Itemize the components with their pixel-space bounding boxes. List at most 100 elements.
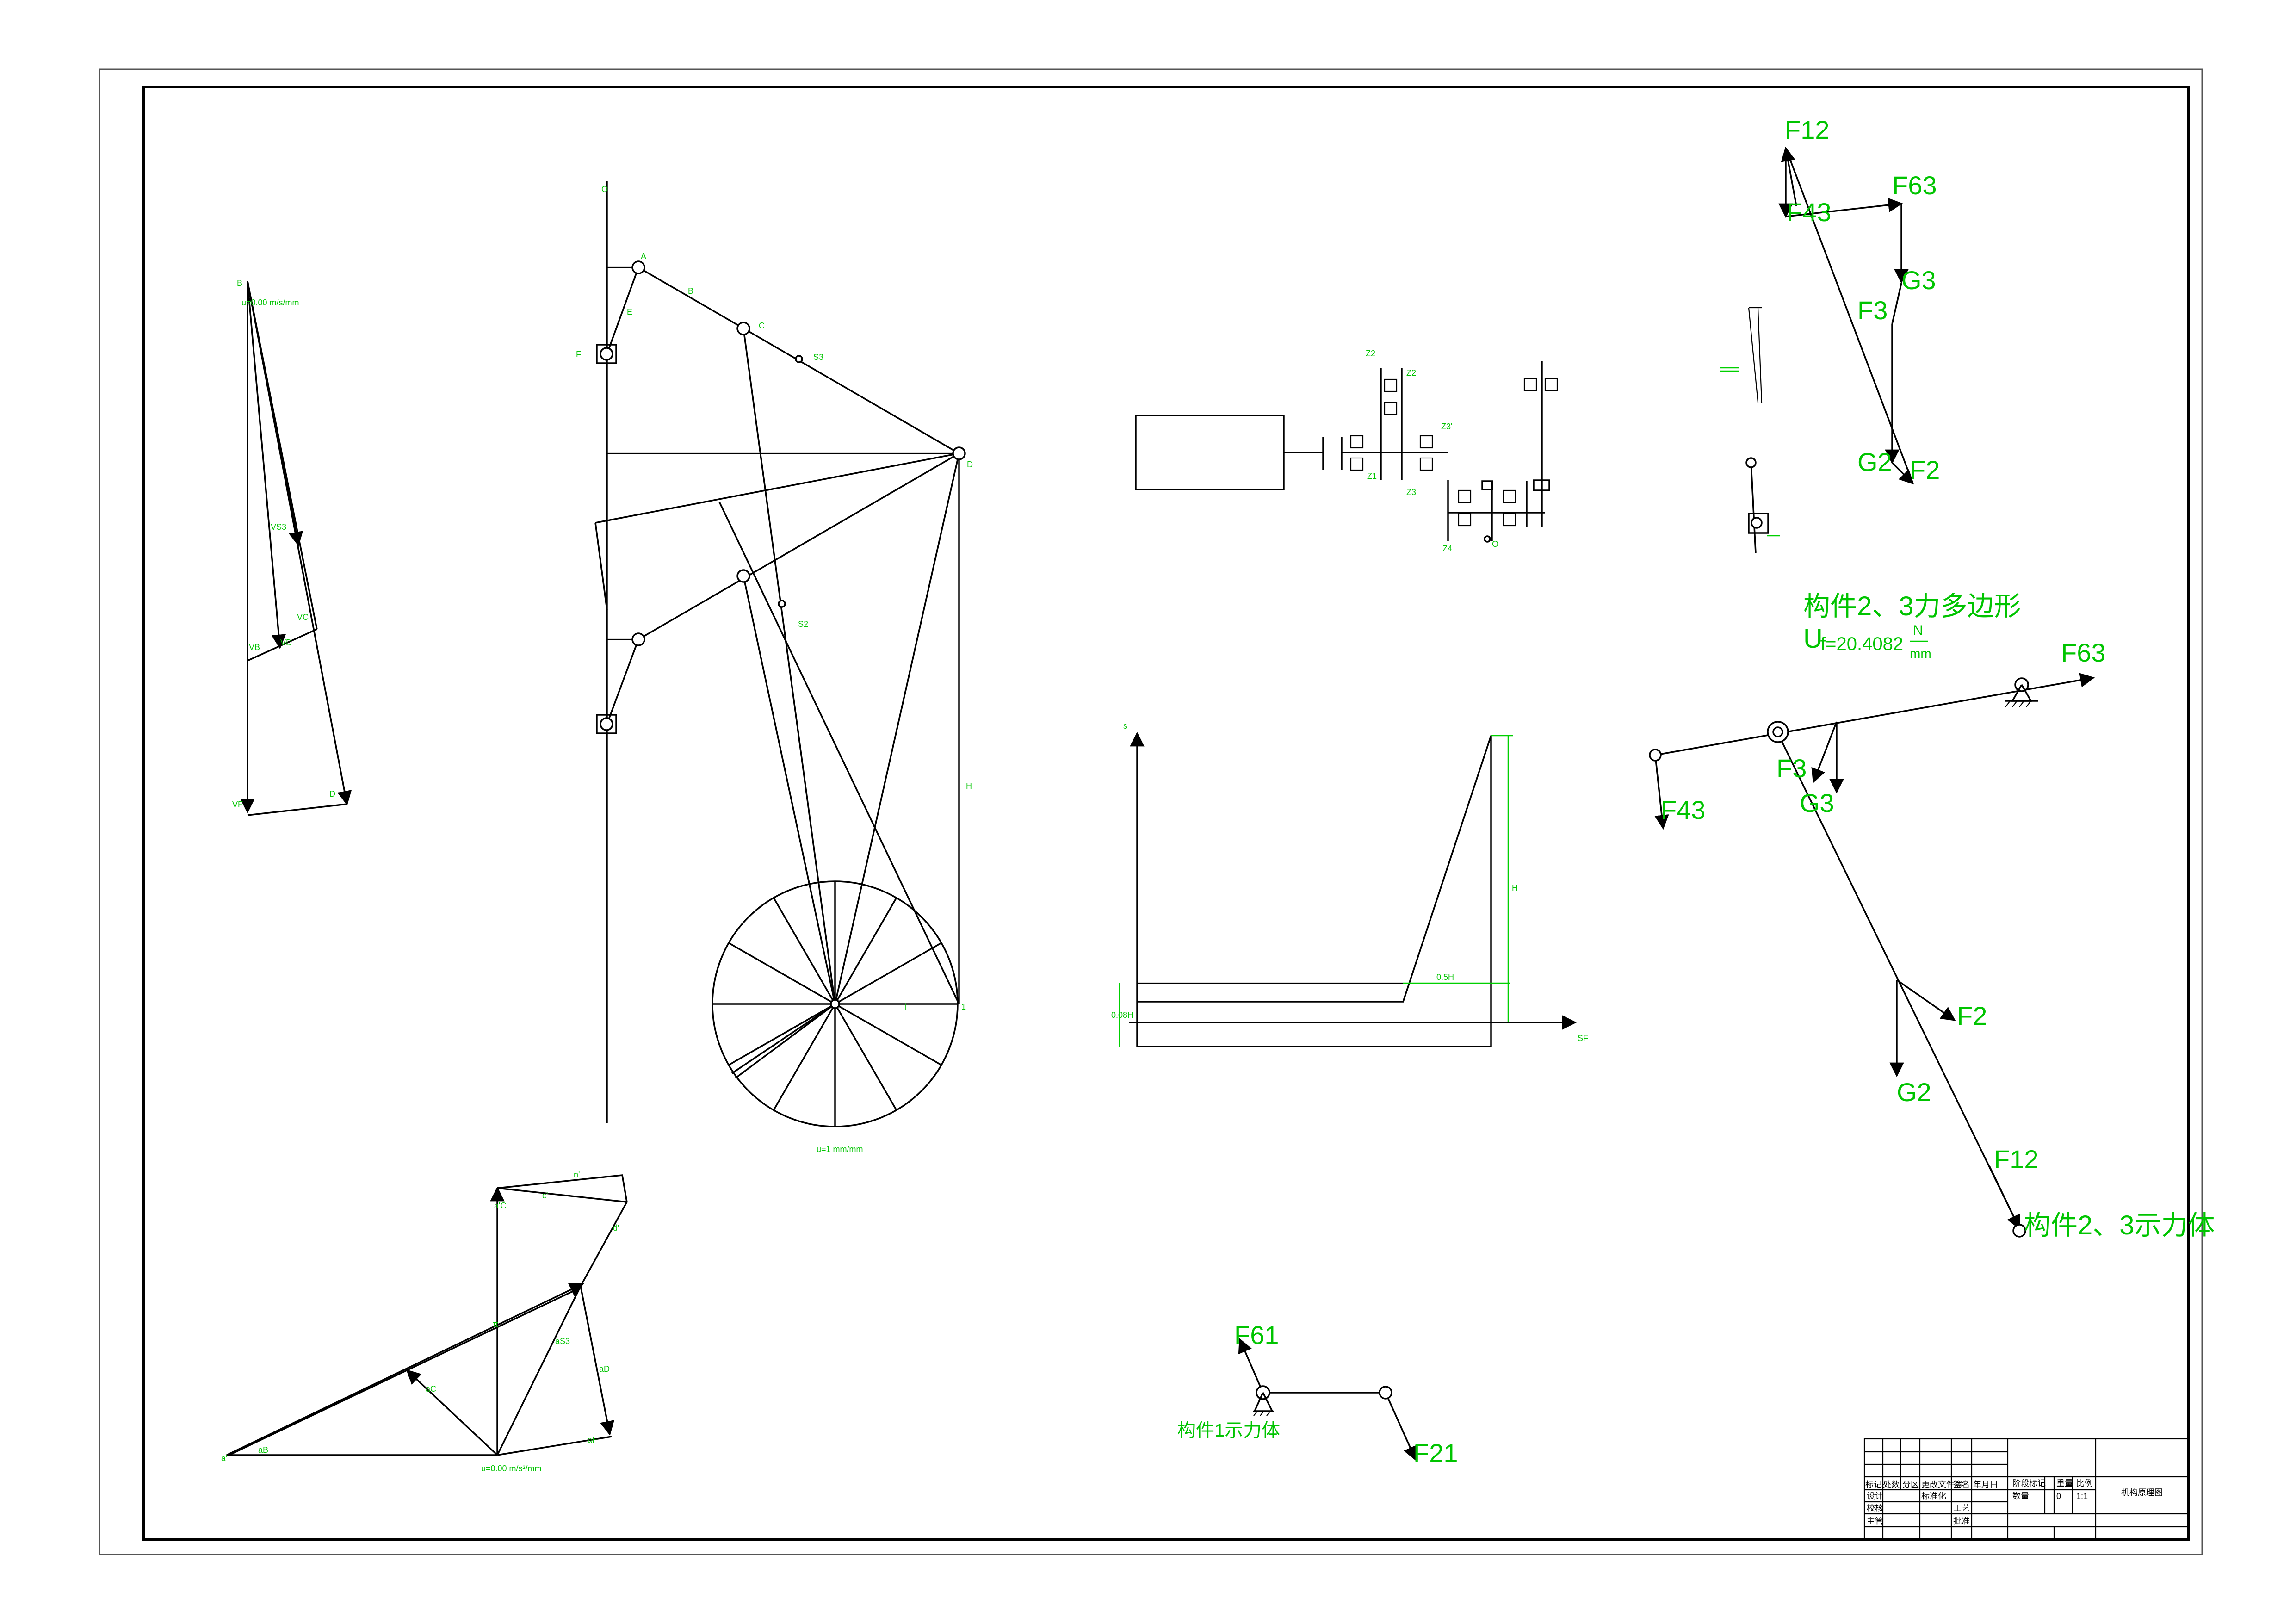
gear-label-z1: Z1 [1367,471,1377,481]
tb-h4: 签名 [1953,1480,1970,1489]
scale-u: U [1803,624,1823,654]
tb-h5: 年月日 [1973,1480,1998,1489]
mech-label-d: D [967,460,973,469]
accel-label-a1: a' [221,1454,227,1463]
mech-label-b: B [688,286,693,296]
vel-label-p: B [237,279,242,288]
poly-label-f2: F2 [1910,455,1940,484]
motion-label-s: s [1123,721,1127,731]
mech-label-s2: S2 [798,619,808,629]
accel-label-a7: a'C [494,1201,506,1210]
accel-label-scale: u=0.00 m/s²/mm [481,1464,542,1473]
vel-label-vb: VB [249,643,260,652]
outer-border [99,68,2203,1555]
tb-h1: 处数 [1883,1480,1900,1489]
tb-drawing-title: 机构原理图 [2121,1488,2163,1497]
fb-label-g3: G3 [1800,788,1834,818]
tb-h0: 标记 [1865,1480,1882,1489]
scale-annotation: U f=20.4082 N mm [1803,623,1931,661]
fb-label-f43: F43 [1661,795,1706,824]
free-body-links-2-3: F63 F43 F3 G3 F2 G2 F12 [1649,638,2106,1238]
free-body-link-1: F61 F21 [1234,1320,1458,1468]
gear-label-z3p: Z3' [1441,422,1452,431]
tb-supervisor: 主管 [1867,1517,1883,1526]
accel-label-a3: aC [426,1384,436,1394]
poly-label-f43: F43 [1787,198,1832,227]
vel-label-scale: u=0.00 m/s/mm [241,298,299,307]
fb1-label-f21: F21 [1413,1438,1458,1468]
motion-label-h: H [1512,883,1518,892]
accel-label-a5: aD [599,1364,610,1374]
fb-label-g2: G2 [1897,1078,1931,1107]
inner-border [142,86,2190,1541]
gear-label-z4: Z4 [1442,544,1452,553]
accel-label-a10: d' [613,1223,619,1233]
vel-label-vd: VD [280,638,292,647]
accel-label-a9: c' [542,1191,548,1200]
motion-label-sf: SF [1578,1034,1588,1043]
gear-label-o: O [1492,539,1498,549]
mech-label-f: F [576,350,581,359]
tb-standard: 标准化 [1921,1492,1946,1501]
gear-label-z2: Z2 [1366,349,1375,358]
tb-scale-val: 1:1 [2076,1492,2088,1501]
poly-label-f63: F63 [1892,171,1937,200]
mech-label-a: A [641,252,646,261]
gear-train: Z2 Z2' Z3' Z1 Z3 Z4 O [1135,349,1558,553]
acceleration-polygon: a' aB aC aS3 aD aF a'C n' c' d' π u=0.00… [221,1170,628,1473]
motion-label-ang2: 0.08H [1111,1010,1133,1020]
motor-box [1135,415,1285,490]
fb-label-f2: F2 [1957,1001,1987,1030]
mech-label-c: C [759,321,765,330]
tb-scale-label: 比例 [2076,1479,2093,1488]
force-polygon: F12 F63 F43 G3 F3 G2 F2 [1778,115,1940,485]
scale-value: f=20.4082 [1820,634,1903,654]
tb-h2: 分区 [1902,1480,1919,1489]
accel-label-a4: aS3 [555,1337,570,1346]
linkage-mechanism: O A B C S3 D F E S2 H l 1 u=1 mm/mm [576,181,973,1154]
mech-label-h: H [966,781,972,791]
caption-force-polygon: 构件2、3力多边形 [1803,591,2021,621]
mech-label-o: O [601,185,608,194]
vel-label-vs3: VS3 [271,522,286,532]
tb-weight: 重量 [2056,1479,2073,1488]
accel-label-a6: aF [588,1435,597,1444]
mech-label-e2: 1 [961,1002,966,1011]
tb-approve: 批准 [1953,1517,1970,1526]
tb-h3: 更改文件号 [1921,1480,1963,1489]
mech-label-l: l [904,1002,906,1011]
poly-label-g3: G3 [1901,266,1936,295]
caption-free-body-23: 构件2、3示力体 [2024,1210,2215,1240]
fb-label-f63: F63 [2061,638,2106,667]
accel-label-a8: n' [574,1170,580,1179]
mech-label-scale: u=1 mm/mm [817,1145,863,1154]
fb-label-f12: F12 [1994,1145,2039,1174]
tb-design: 设计 [1867,1492,1883,1501]
displacement-diagram: s SF H 0.5H 0.08H [1111,721,1588,1047]
mech-label-e: E [627,307,632,316]
poly-label-g2: G2 [1857,447,1892,477]
poly-label-f3: F3 [1857,296,1888,325]
accel-label-pi: π [493,1319,498,1329]
poly-label-f12: F12 [1785,115,1830,144]
fb1-label-f61: F61 [1234,1320,1279,1350]
tb-count: 数量 [2012,1492,2029,1501]
caption-free-body-1: 构件1示力体 [1177,1420,1280,1441]
scale-den: mm [1910,646,1931,661]
scale-num: N [1913,623,1923,638]
vel-label-vf: VF [232,800,243,809]
motion-label-ang1: 0.5H [1436,973,1454,982]
accel-label-a2: aB [258,1445,268,1455]
vel-label-vdd: D [329,789,335,799]
mech-label-s3: S3 [813,353,823,362]
vel-label-vc: VC [297,613,309,622]
small-sketches [1720,307,1780,553]
gear-label-z2p: Z2' [1406,368,1417,378]
tb-stage-mark: 阶段标记 [2012,1479,2046,1488]
tb-process: 工艺 [1953,1504,1970,1513]
tb-check: 校核 [1867,1504,1883,1513]
title-block: 标记 处数 分区 更改文件号 签名 年月日 设计 校核 主管 标准化 工艺 批准… [1863,1438,2189,1541]
gear-label-z3: Z3 [1406,488,1416,497]
tb-weight-val: 0 [2056,1492,2061,1501]
